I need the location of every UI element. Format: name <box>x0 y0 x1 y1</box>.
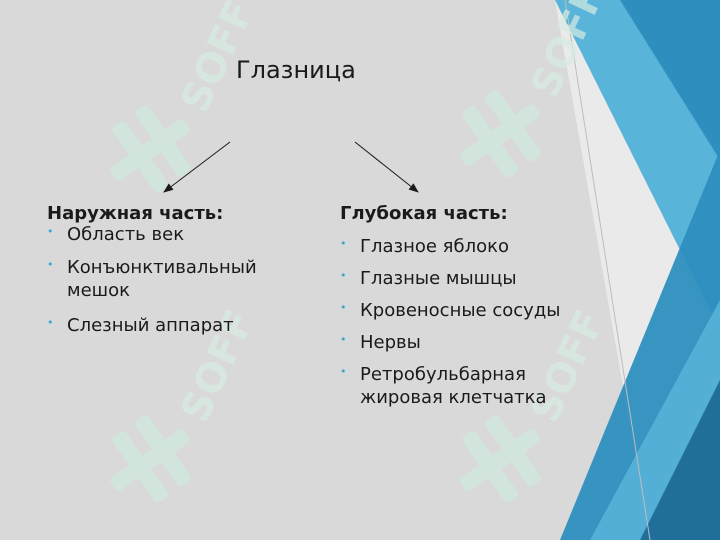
bullet-icon: • <box>340 333 347 346</box>
outer-part-list: • Область век • Конъюнктивальный мешок •… <box>47 223 287 337</box>
bullet-icon: • <box>340 365 347 378</box>
bullet-icon: • <box>340 269 347 282</box>
list-item-text: Слезный аппарат <box>67 315 234 336</box>
list-item: • Слезный аппарат <box>47 314 287 337</box>
list-item-text: Область век <box>67 224 185 245</box>
bullet-icon: • <box>340 301 347 314</box>
list-item-text: Кровеносные сосуды <box>360 300 561 321</box>
bullet-icon: • <box>340 237 347 250</box>
list-item: • Область век <box>47 223 287 246</box>
arrow-to-right <box>354 141 419 193</box>
list-item: • Конъюнктивальный мешок <box>47 256 287 302</box>
list-item-text: Нервы <box>360 332 421 353</box>
bullet-icon: • <box>47 316 54 329</box>
list-item-text: Конъюнктивальный мешок <box>67 257 257 301</box>
arrow-to-left <box>163 141 231 193</box>
list-item-text: Глазные мышцы <box>360 268 517 289</box>
watermark-logo <box>110 415 192 503</box>
list-item-text: Ретробульбарная жировая клетчатка <box>360 364 547 408</box>
outer-part-heading: Наружная часть: <box>47 203 224 224</box>
watermark-logo <box>460 415 542 503</box>
watermark-logo <box>460 90 542 178</box>
bullet-icon: • <box>47 258 54 271</box>
decor-blue-bottom-dark <box>640 380 720 540</box>
diagram-title: Глазница <box>236 56 356 84</box>
list-item-text: Глазное яблоко <box>360 236 509 257</box>
list-item: • Глазное яблоко <box>340 235 600 258</box>
list-item: • Нервы <box>340 331 600 354</box>
list-item: • Кровеносные сосуды <box>340 299 600 322</box>
outer-part-column: Наружная часть: • Область век • Конъюнкт… <box>47 203 287 349</box>
decor-thin-line <box>564 0 651 540</box>
watermark-logo <box>110 105 192 193</box>
deep-part-heading: Глубокая часть: <box>340 203 508 224</box>
deep-part-column: Глубокая часть: • Глазное яблоко • Глазн… <box>340 203 600 418</box>
deep-part-list: • Глазное яблоко • Глазные мышцы • Крове… <box>340 235 600 409</box>
list-item: • Глазные мышцы <box>340 267 600 290</box>
bullet-icon: • <box>47 225 54 238</box>
decor-blue-top-dark <box>620 0 720 160</box>
list-item: • Ретробульбарная жировая клетчатка <box>340 363 600 409</box>
